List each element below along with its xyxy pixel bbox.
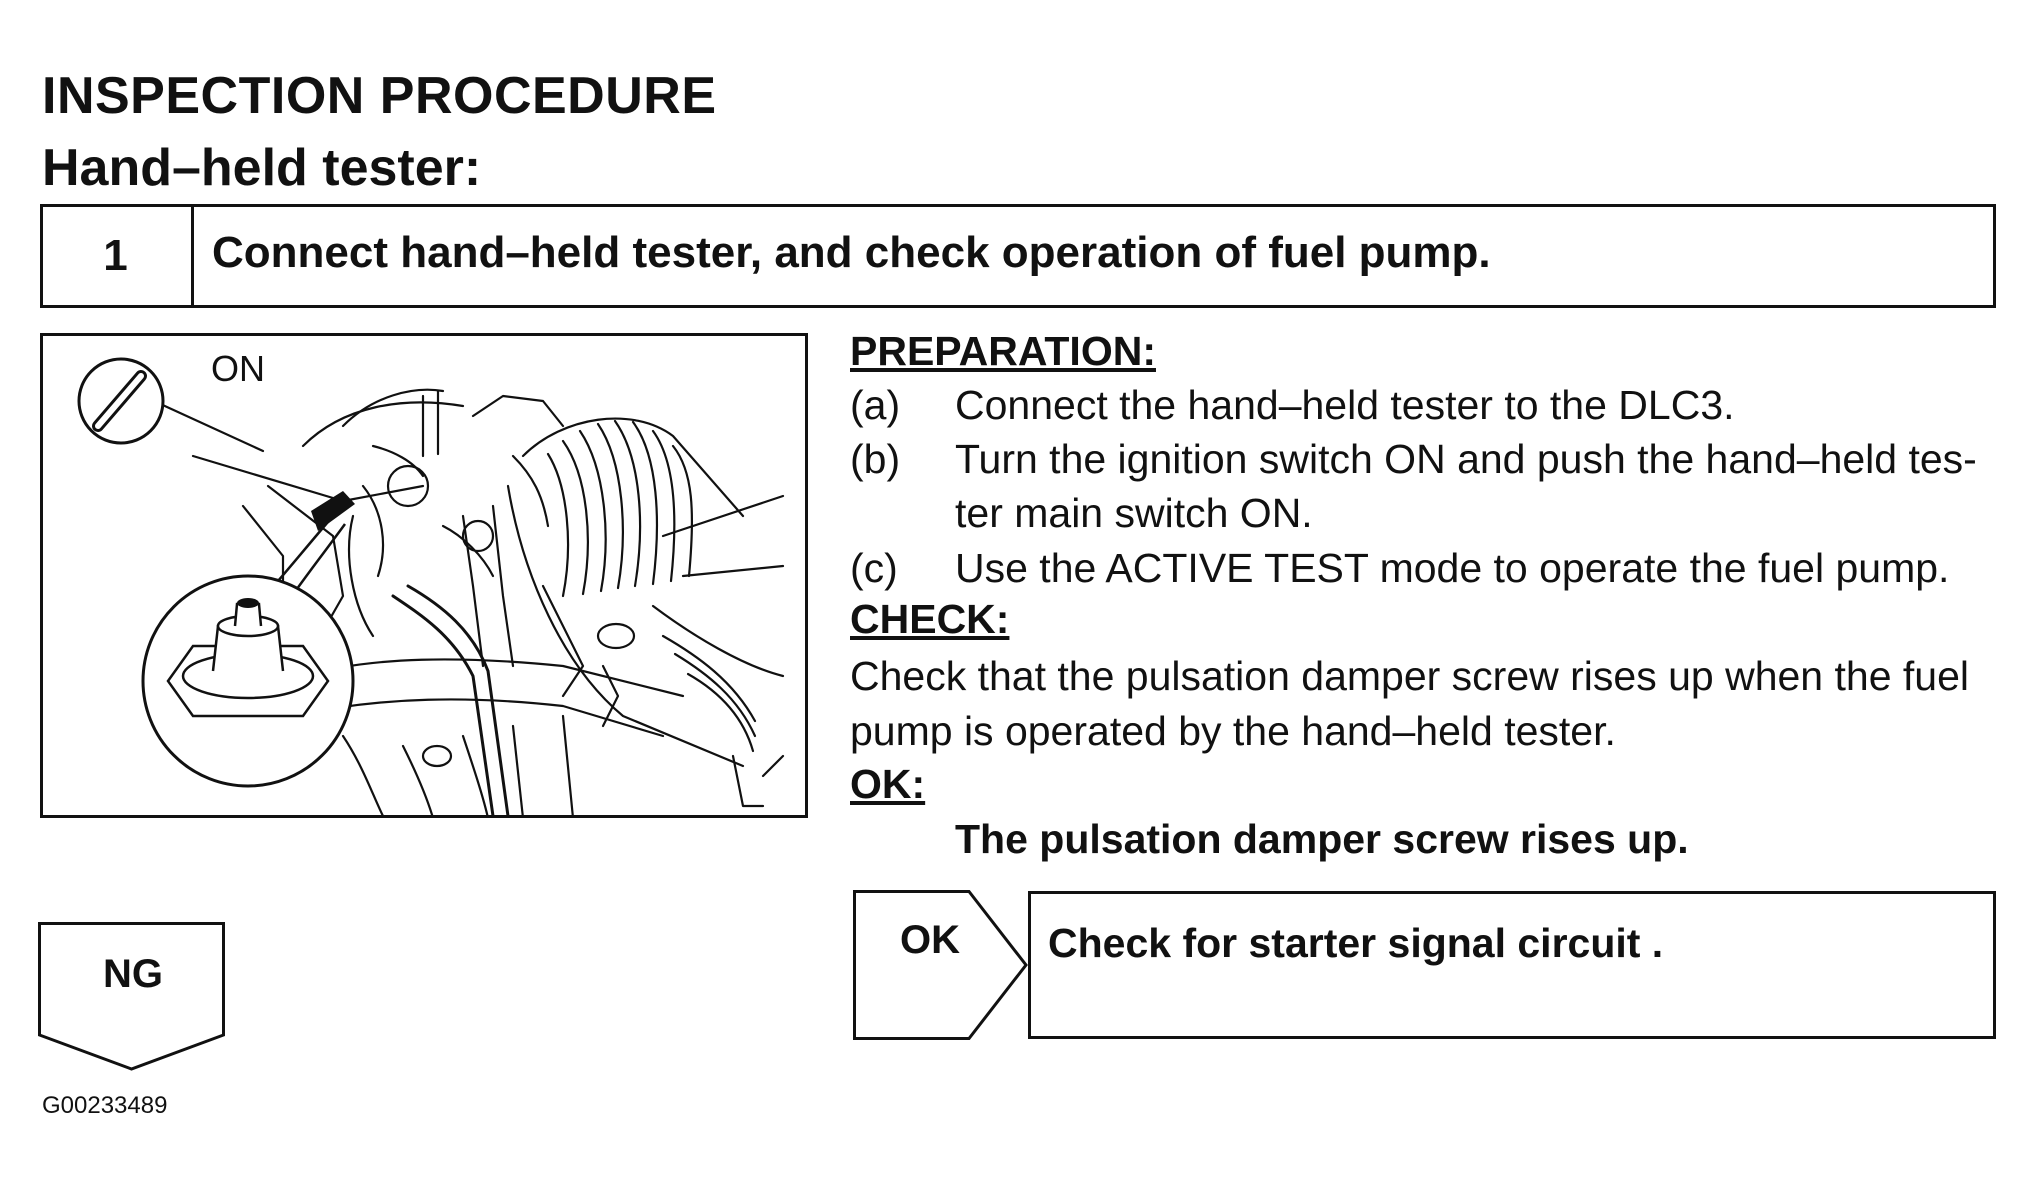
prep-item-c-label: (c) (850, 545, 898, 591)
prep-item-b-line1: Turn the ignition switch ON and push the… (955, 436, 1977, 482)
check-line2: pump is operated by the hand–held tester… (850, 708, 1616, 754)
step-header-box (40, 204, 1996, 308)
pulsation-damper-icon (141, 491, 355, 788)
engine-illustration: ON (40, 333, 808, 818)
ng-label: NG (103, 952, 163, 996)
prep-item-b-line2: ter main switch ON. (955, 490, 1313, 536)
engine-drawing (77, 357, 785, 815)
page-title: INSPECTION PROCEDURE (42, 67, 717, 125)
check-heading: CHECK: (850, 596, 1010, 642)
ignition-on-label: ON (211, 348, 265, 389)
ignition-key-icon (77, 357, 165, 445)
ok-label: OK (900, 918, 960, 962)
step-number: 1 (40, 204, 194, 308)
ng-flow-marker (38, 922, 225, 1071)
check-line1: Check that the pulsation damper screw ri… (850, 653, 1969, 699)
prep-item-c-text: Use the ACTIVE TEST mode to operate the … (955, 545, 1950, 591)
ok-flow-marker (853, 890, 1028, 1040)
ok-result-text: Check for starter signal circuit . (1048, 920, 1664, 966)
ok-spec-text: The pulsation damper screw rises up. (955, 816, 1689, 862)
prep-item-a-text: Connect the hand–held tester to the DLC3… (955, 382, 1735, 428)
ok-spec-heading: OK: (850, 761, 926, 807)
page-subtitle: Hand–held tester: (42, 139, 482, 197)
prep-item-b-label: (b) (850, 436, 901, 482)
prep-item-a-label: (a) (850, 382, 901, 428)
preparation-heading: PREPARATION: (850, 328, 1156, 374)
figure-id: G00233489 (42, 1092, 168, 1119)
ok-result-box (1028, 891, 1996, 1039)
step-title: Connect hand–held tester, and check oper… (212, 228, 1491, 277)
